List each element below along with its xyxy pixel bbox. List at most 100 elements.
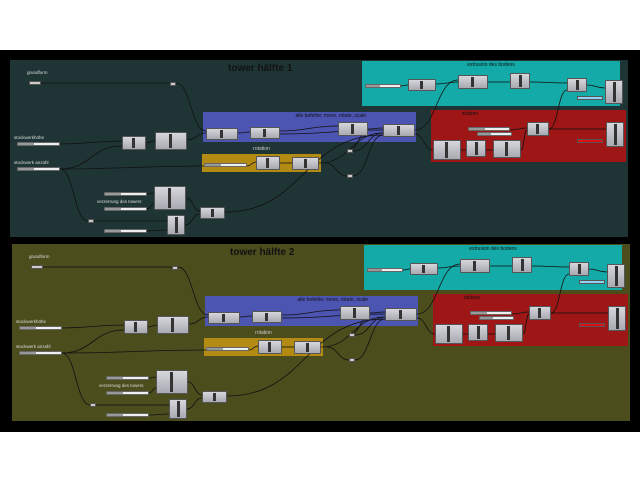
gh-component[interactable] [292,157,319,170]
relay-node[interactable] [349,333,355,337]
gh-component[interactable] [458,75,488,89]
gh-component[interactable] [512,257,532,273]
rotation-group-title: rotation [253,146,270,152]
gh-component[interactable] [527,122,549,136]
wire [281,313,386,319]
relay-node[interactable] [347,174,353,178]
gh-component[interactable] [606,122,624,147]
gh-component[interactable] [256,156,280,170]
gh-component[interactable] [435,324,463,344]
wire [59,168,89,222]
wire [146,229,168,232]
gh-component[interactable] [206,128,238,140]
gh-component[interactable] [154,186,186,210]
gh-component[interactable] [433,140,461,160]
colour-swatch-blue[interactable] [577,96,603,100]
stockwerk-anzahl-slider[interactable] [19,351,62,355]
gh-component[interactable] [408,79,436,91]
extrusion-group-title: extrusion des bodens [469,246,517,252]
wire [148,376,157,379]
grundform-param[interactable] [29,81,41,85]
verzerrung-slider-1[interactable] [106,376,149,380]
gh-component[interactable] [466,140,486,157]
stockwerkhoehe-label: stockwerkhöhe [16,319,47,324]
colour-swatch-red[interactable] [577,139,603,143]
gh-component[interactable] [460,259,490,273]
range-slider[interactable] [106,413,149,417]
stockwerkhoehe-slider[interactable] [19,326,62,330]
gh-component[interactable] [605,80,623,104]
wire [61,324,125,329]
gh-component[interactable] [167,215,185,235]
gh-component[interactable] [338,122,368,136]
colour-swatch-red[interactable] [579,323,605,327]
gh-component[interactable] [493,140,521,158]
relay-node[interactable] [90,403,96,407]
gh-component[interactable] [569,262,589,276]
relay-node[interactable] [172,266,178,270]
gh-component[interactable] [155,132,187,150]
gh-component[interactable] [208,312,240,324]
rotation-slider[interactable] [204,163,247,167]
stockwerkhoehe-slider[interactable] [17,142,60,146]
gh-component[interactable] [169,399,187,419]
wire [145,140,156,144]
gh-component[interactable] [124,320,148,334]
wire [414,133,434,151]
gh-component[interactable] [510,73,530,89]
gh-component[interactable] [495,324,523,342]
wire [586,84,606,89]
relay-node[interactable] [347,149,353,153]
wires [43,263,608,416]
gh-component[interactable] [340,306,370,320]
extrusion-slider[interactable] [367,268,403,272]
gh-component[interactable] [258,340,282,354]
gh-component[interactable] [529,306,551,320]
gh-component[interactable] [250,127,280,139]
range-slider[interactable] [104,229,147,233]
gh-component[interactable] [157,316,189,334]
wire [237,131,251,134]
wire [402,268,411,271]
wire [318,132,384,164]
stuetzen-slider-2[interactable] [477,132,512,136]
relay-node[interactable] [88,219,94,223]
wire [146,192,155,195]
gh-component[interactable] [252,311,282,323]
gh-component[interactable] [608,306,626,331]
wire [416,317,436,335]
colour-swatch-blue[interactable] [579,280,605,284]
rotation-slider[interactable] [206,347,249,351]
gh-component[interactable] [383,124,415,137]
stuetzen-slider-2[interactable] [479,316,514,320]
gh-component[interactable] [607,264,625,288]
wire [529,81,568,84]
panel-title: tower hälfte 2 [230,247,295,258]
gh-component[interactable] [200,207,225,219]
gh-component[interactable] [294,341,321,354]
wire [224,134,384,213]
gh-component[interactable] [156,370,188,394]
grasshopper-canvas[interactable]: extrusion des bodens alle befehle; move, … [0,50,640,432]
stuetzen-slider-1[interactable] [470,311,512,315]
grundform-param[interactable] [31,265,43,269]
relay-node[interactable] [170,82,176,86]
gh-component[interactable] [410,263,438,275]
wire [509,127,528,131]
gh-component[interactable] [468,324,488,341]
gh-component[interactable] [567,78,587,92]
wire [188,316,209,325]
gh-component[interactable] [122,136,146,150]
relay-node[interactable] [349,358,355,362]
verzerrung-slider-2[interactable] [106,391,149,395]
transform-group-title: alle befehle; move, rotate, scale [295,113,367,119]
extrusion-slider[interactable] [365,84,401,88]
gh-component[interactable] [202,391,227,403]
wire [400,84,409,87]
verzerrung-slider-1[interactable] [104,192,147,196]
wire [550,273,570,314]
gh-component[interactable] [385,308,417,321]
verzerrung-slider-2[interactable] [104,207,147,211]
stockwerk-anzahl-slider[interactable] [17,167,60,171]
stuetzen-slider-1[interactable] [468,127,510,131]
